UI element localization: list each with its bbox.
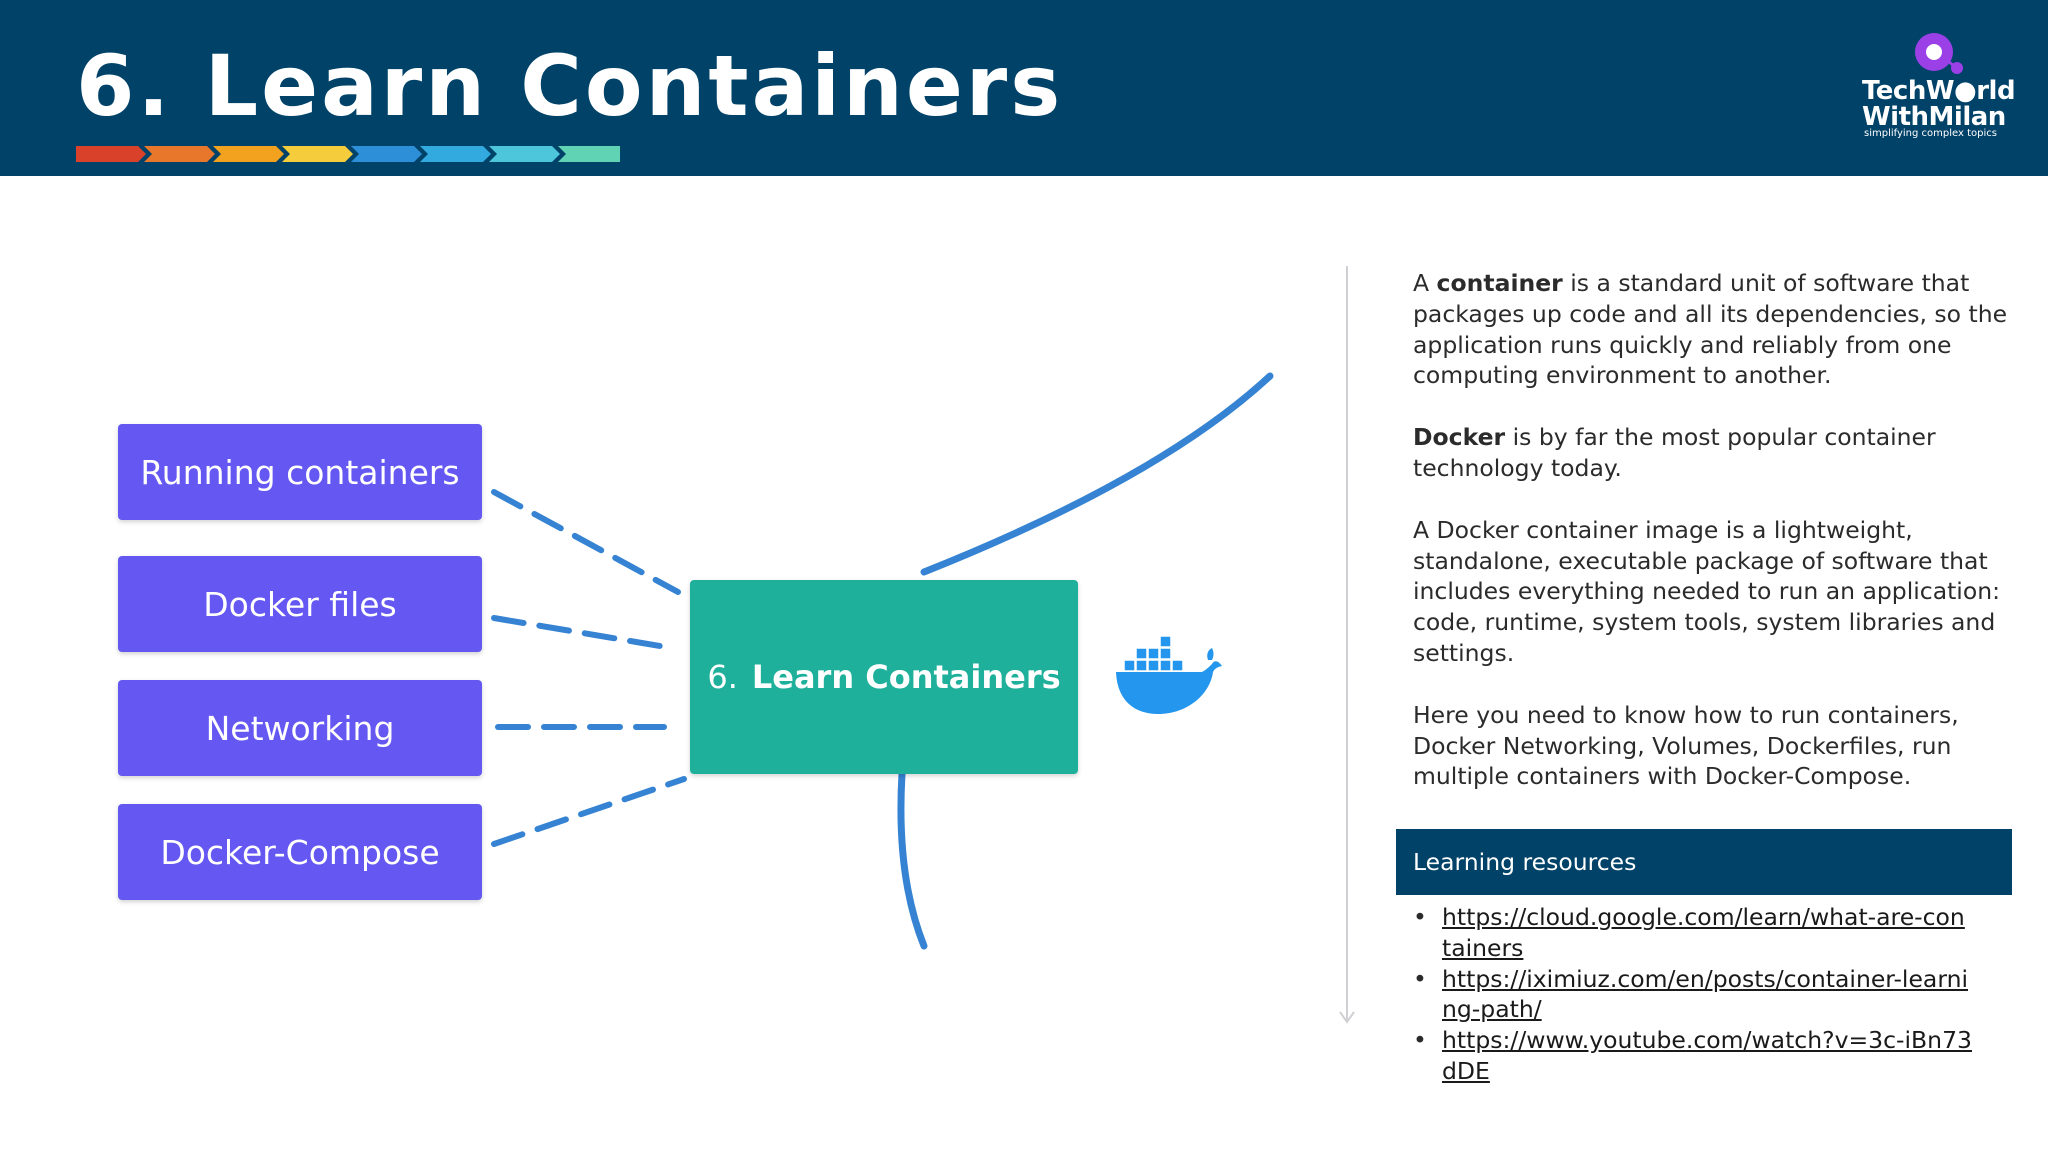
resource-link-iximiuz[interactable]: https://iximiuz.com/en/posts/container-l… bbox=[1442, 964, 1968, 1024]
resource-item: •https://www.youtube.com/watch?v=3c-iBn7… bbox=[1413, 1026, 1972, 1085]
resource-item: •https://iximiuz.com/en/posts/container-… bbox=[1413, 964, 1968, 1024]
center-topic-label: Learn Containers bbox=[751, 658, 1061, 696]
mind-map-diagram: Running containers Docker files Networki… bbox=[0, 176, 1360, 1152]
docker-term: Docker bbox=[1413, 423, 1506, 452]
progress-segment bbox=[76, 146, 146, 162]
logo-tagline: simplifying complex topics bbox=[1864, 128, 1997, 139]
progress-segment bbox=[213, 146, 284, 162]
what-to-know: Here you need to know how to run contain… bbox=[1413, 700, 1959, 791]
roadmap-path-up bbox=[920, 372, 1274, 576]
docker-whale-icon bbox=[1116, 636, 1222, 714]
roadmap-progress-strip bbox=[76, 146, 620, 162]
resource-link-google[interactable]: https://cloud.google.com/learn/what-are-… bbox=[1442, 903, 1965, 962]
learning-resources-list: •https://cloud.google.com/learn/what-are… bbox=[1413, 902, 1973, 1087]
docker-text: is by far the most popular container tec… bbox=[1413, 423, 1936, 482]
resource-link-youtube[interactable]: https://www.youtube.com/watch?v=3c-iBn73… bbox=[1442, 1026, 1972, 1085]
container-definition: A container is a standard unit of softwa… bbox=[1413, 268, 2013, 391]
subtopic-docker-files: Docker files bbox=[118, 556, 482, 652]
resource-item: •https://cloud.google.com/learn/what-are… bbox=[1413, 903, 1965, 962]
definition-prefix: A bbox=[1413, 269, 1437, 297]
center-topic-number: 6. bbox=[707, 658, 738, 696]
progress-segment bbox=[351, 146, 422, 162]
header-bar: 6. Learn Containers TechW●rld WithMilan … bbox=[0, 0, 2048, 176]
subtopic-docker-compose: Docker-Compose bbox=[118, 804, 482, 900]
page-title: 6. Learn Containers bbox=[76, 37, 1064, 135]
subtopic-running-containers: Running containers bbox=[118, 424, 482, 520]
connector-running-containers bbox=[491, 489, 681, 595]
definition-term: container bbox=[1436, 269, 1563, 297]
logo-line-2: WithMilan bbox=[1862, 102, 2006, 132]
progress-segment bbox=[420, 146, 491, 162]
learning-resources-heading: Learning resources bbox=[1396, 829, 2012, 895]
connector-docker-compose bbox=[491, 776, 687, 847]
connector-docker-files bbox=[491, 615, 663, 649]
center-topic: 6. Learn Containers bbox=[690, 580, 1078, 774]
image-definition: A Docker container image is a lightweigh… bbox=[1413, 515, 2001, 667]
techworld-logo: TechW●rld WithMilan simplifying complex … bbox=[1862, 30, 2016, 148]
progress-segment bbox=[282, 146, 353, 162]
docker-popularity: Docker is by far the most popular contai… bbox=[1413, 422, 2013, 484]
description-text: A container is a standard unit of softwa… bbox=[1413, 268, 2013, 823]
progress-segment bbox=[558, 146, 620, 162]
roadmap-path-down bbox=[897, 770, 928, 950]
subtopic-networking: Networking bbox=[118, 680, 482, 776]
connector-lines bbox=[491, 372, 1274, 950]
vertical-divider-arrow bbox=[1339, 266, 1355, 1024]
logo-line-1: TechW●rld bbox=[1862, 76, 2016, 106]
progress-segment bbox=[144, 146, 215, 162]
logo-circles-icon bbox=[1915, 33, 1963, 74]
definition-text: is a standard unit of software that pack… bbox=[1413, 269, 2008, 390]
progress-segment bbox=[489, 146, 560, 162]
